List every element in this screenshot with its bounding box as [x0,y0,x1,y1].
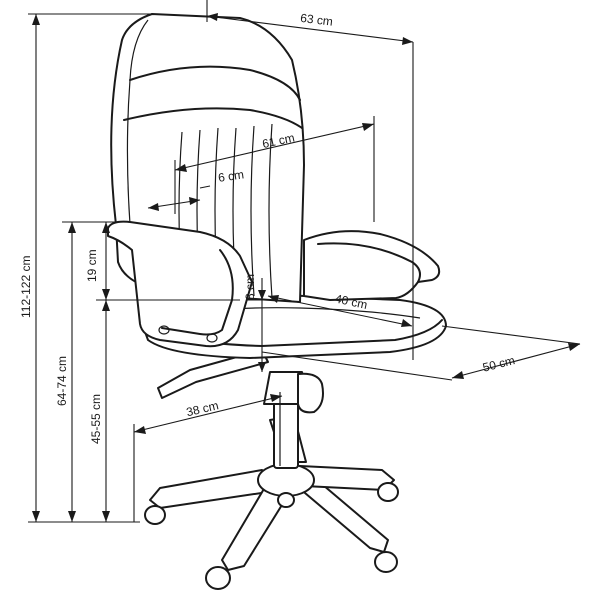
armrest-floor-height-label: 64-74 cm [55,356,69,406]
base-radius-label: 38 cm [185,398,220,419]
gas-cylinder [263,371,324,469]
caster-wheel [374,551,398,573]
backrest-width-label: 61 cm [261,131,296,151]
seat-depth-label: 40 cm [334,291,369,311]
armrest-height-label: 19 cm [85,249,99,282]
caster-wheels [144,482,399,590]
tilt-lever [157,349,269,399]
seat-width-label: 50 cm [481,353,516,374]
seat-height-label: 45-55 cm [89,394,103,444]
dimension-arrowheads [32,13,580,522]
caster-wheel [377,482,399,502]
dimension-lines [28,0,581,523]
width-total-label: 63 cm [300,11,334,29]
chair-base [149,415,395,571]
caster-wheel [144,505,166,525]
caster-wheel [277,492,295,508]
armrest-left [107,220,253,348]
seat-thickness-label: 8 cm [243,274,257,300]
backrest-thickness-label: 6 cm [217,167,245,184]
caster-wheel [205,566,231,590]
armrest-right [303,230,441,301]
total-height-label: 112-122 cm [19,256,33,318]
